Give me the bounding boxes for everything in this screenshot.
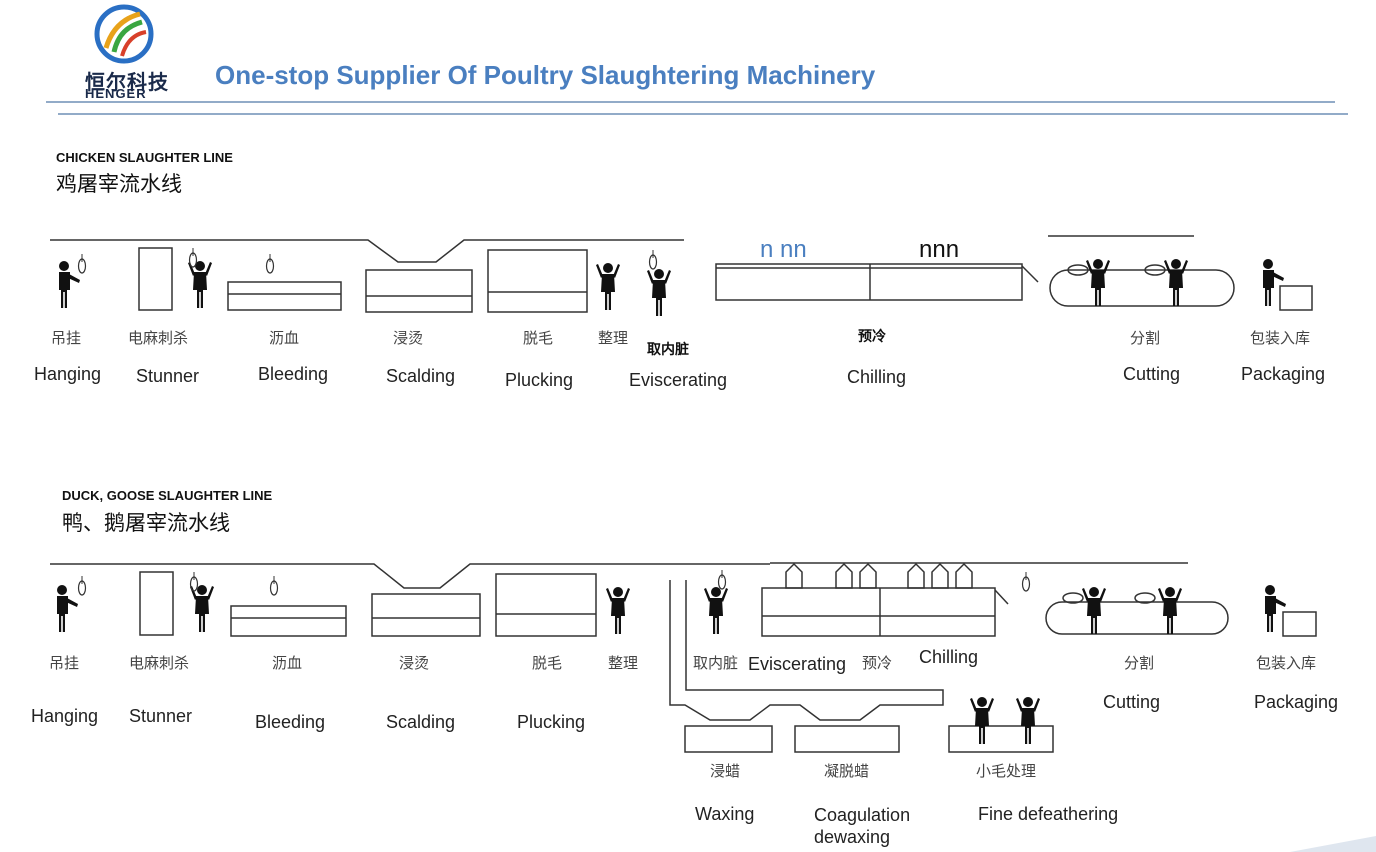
duck-step-stunner-en: Stunner (129, 706, 193, 726)
duck-step-eviscerating-cn: 取内脏 (693, 654, 739, 672)
duck-step-stunner-cn: 电麻刺杀 (129, 654, 190, 672)
chicken-step-stunner-cn: 电麻刺杀 (128, 329, 189, 347)
duck-step-chilling-cn: 预冷 (862, 654, 893, 672)
chicken-line-graphics (50, 235, 1313, 316)
page-title: One-stop Supplier Of Poultry Slaughterin… (215, 60, 876, 90)
chicken-line-title-cn: 鸡屠宰流水线 (56, 172, 182, 196)
duck-step-packaging-cn: 包装入库 (1256, 654, 1317, 672)
brand-name-en: HENGER (85, 86, 147, 101)
chicken-line-title-en: CHICKEN SLAUGHTER LINE (56, 150, 233, 165)
duck-step-trimming-cn: 整理 (608, 654, 639, 672)
duck-step-waxing-cn: 浸蜡 (710, 762, 741, 780)
chicken-step-chilling-en: Chilling (847, 367, 907, 387)
chicken-step-eviscerating-cn: 取内脏 (647, 342, 689, 358)
duck-step-cutting-cn: 分割 (1124, 654, 1155, 672)
chicken-step-packaging-cn: 包装入库 (1250, 329, 1311, 347)
duck-step-packaging-en: Packaging (1254, 692, 1339, 712)
duck-step-scalding-en: Scalding (386, 712, 456, 732)
chicken-step-bleeding-cn: 沥血 (269, 329, 300, 347)
corner-decoration (1290, 836, 1376, 852)
duck-step-plucking-en: Plucking (517, 712, 586, 732)
duck-step-fine-defeathering-en: Fine defeathering (978, 804, 1119, 824)
chicken-step-packaging-en: Packaging (1241, 364, 1326, 384)
duck-step-chilling-en: Chilling (919, 647, 979, 667)
duck-step-bleeding-en: Bleeding (255, 712, 326, 732)
duck-step-scalding-cn: 浸烫 (399, 654, 430, 672)
duck-line-graphics (50, 562, 1317, 753)
duck-line-title-en: DUCK, GOOSE SLAUGHTER LINE (62, 488, 273, 503)
chicken-step-chilling-cn: 预冷 (858, 329, 886, 345)
duck-step-cutting-en: Cutting (1103, 692, 1161, 712)
chicken-step-plucking-en: Plucking (505, 370, 574, 390)
chicken-step-scalding-cn: 浸烫 (393, 329, 424, 347)
duck-step-waxing-en: Waxing (695, 804, 755, 824)
brand-name-cn: 恒尔科技 (85, 70, 169, 94)
duck-step-eviscerating-en: Eviscerating (748, 654, 847, 674)
duck-line-title-cn: 鸭、鹅屠宰流水线 (62, 511, 230, 535)
chicken-step-cutting-en: Cutting (1123, 364, 1181, 384)
chilling-bubble-blue: n nn (760, 236, 807, 263)
chiller-vent-icons (785, 562, 973, 589)
duck-step-hanging-cn: 吊挂 (49, 654, 80, 672)
duck-step-plucking-cn: 脱毛 (532, 654, 563, 672)
chicken-step-hanging-en: Hanging (34, 364, 102, 384)
chilling-bubble-black: nnn (919, 236, 960, 263)
chicken-step-scalding-en: Scalding (386, 366, 456, 386)
duck-step-dewaxing-en: Coagulation dewaxing (814, 805, 911, 847)
chicken-step-stunner-en: Stunner (136, 366, 200, 386)
duck-step-bleeding-cn: 沥血 (272, 654, 303, 672)
duck-step-dewaxing-cn: 凝脱蜡 (824, 762, 870, 780)
henger-logo-icon (94, 4, 154, 64)
chicken-step-bleeding-en: Bleeding (258, 364, 329, 384)
duck-step-fine-defeathering-cn: 小毛处理 (976, 762, 1037, 780)
chicken-step-trimming-cn: 整理 (598, 329, 629, 347)
chicken-step-eviscerating-en: Eviscerating (629, 370, 728, 390)
chicken-step-hanging-cn: 吊挂 (51, 329, 82, 347)
chicken-step-cutting-cn: 分割 (1130, 329, 1161, 347)
duck-step-hanging-en: Hanging (31, 706, 99, 726)
chicken-step-plucking-cn: 脱毛 (523, 329, 554, 347)
